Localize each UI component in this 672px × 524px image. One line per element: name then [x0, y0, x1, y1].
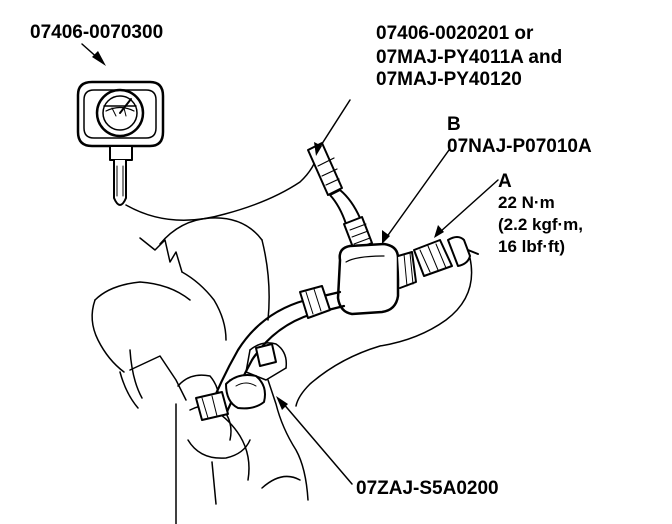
tee-fitting — [336, 236, 479, 316]
hose-part-number-3: 07MAJ-PY40120 — [376, 69, 522, 90]
torque-spec-lbfft: 16 lbf·ft) — [498, 237, 566, 256]
engine-outline — [91, 217, 309, 524]
pressure-gauge — [76, 80, 165, 206]
pressure-adapter — [195, 343, 277, 421]
gauge-hose — [125, 151, 319, 221]
return-hose — [295, 257, 473, 407]
leader-lines — [81, 43, 499, 485]
hose-fitting — [307, 142, 373, 251]
hose-part-number-2: 07MAJ-PY4011A and — [376, 47, 563, 68]
torque-spec-nm: 22 N·m — [498, 193, 555, 212]
fitting-a-label: A — [498, 171, 512, 192]
fitting-b-label: B — [447, 114, 461, 135]
torque-spec-kgfm: (2.2 kgf·m, — [498, 215, 584, 234]
fitting-b-part-number: 07NAJ-P07010A — [447, 136, 592, 157]
leader-arrowheads — [92, 51, 444, 410]
hose-part-number-1: 07406-0020201 or — [376, 23, 534, 44]
gauge-part-number: 07406-0070300 — [30, 22, 164, 43]
adapter-part-number: 07ZAJ-S5A0200 — [356, 478, 499, 499]
